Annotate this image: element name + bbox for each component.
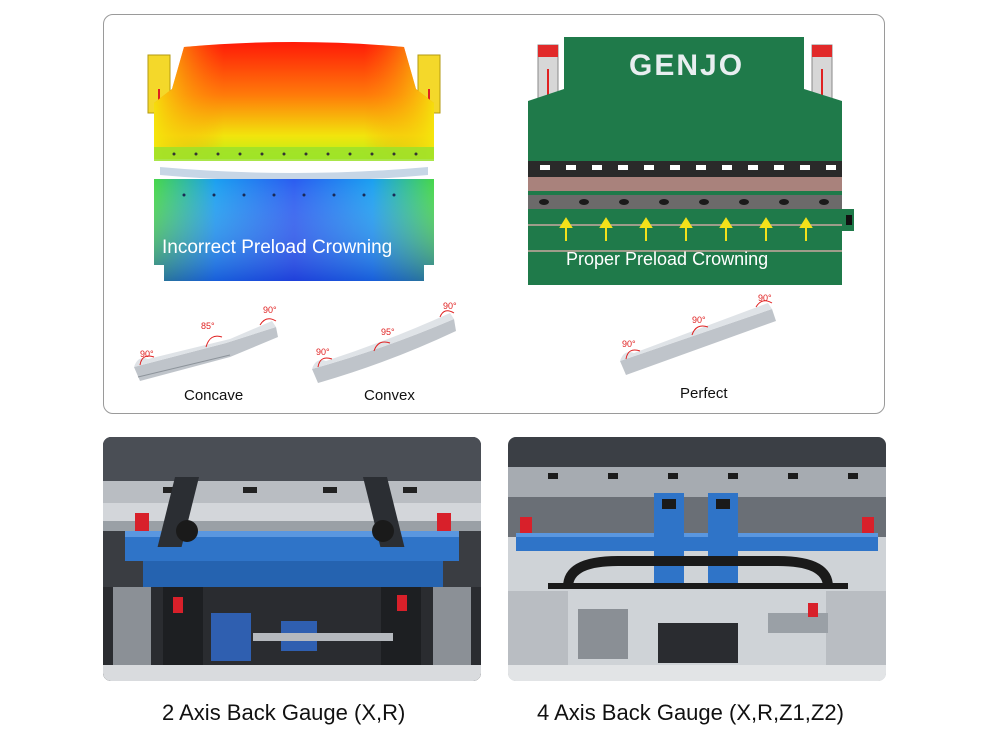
perfect-bend-sample <box>620 300 776 375</box>
convex-angle-right: 90° <box>443 301 457 311</box>
concave-angle-left: 90° <box>140 349 154 359</box>
concave-angle-right: 90° <box>263 305 277 315</box>
four-axis-caption: 4 Axis Back Gauge (X,R,Z1,Z2) <box>537 700 844 725</box>
incorrect-crowning-illustration <box>147 42 441 281</box>
brand-logo: GENJO <box>629 49 745 82</box>
concave-label: Concave <box>184 387 244 404</box>
convex-angle-left: 90° <box>316 347 330 357</box>
four-axis-back-gauge-photo <box>508 437 886 681</box>
perfect-angle-middle: 90° <box>692 315 706 325</box>
convex-angle-middle: 95° <box>381 327 395 337</box>
proper-crowning-illustration <box>528 37 854 285</box>
concave-bend-sample <box>134 318 278 381</box>
crowning-comparison-panel: Incorrect Preload Crowning <box>103 14 885 414</box>
convex-bend-sample <box>312 310 456 383</box>
two-axis-caption: 2 Axis Back Gauge (X,R) <box>162 700 406 725</box>
perfect-angle-right: 90° <box>758 293 772 303</box>
perfect-angle-left: 90° <box>622 339 636 349</box>
perfect-label: Perfect <box>680 385 728 402</box>
convex-label: Convex <box>364 387 415 404</box>
two-axis-back-gauge-photo <box>103 437 481 681</box>
incorrect-crowning-label: Incorrect Preload Crowning <box>162 237 393 258</box>
proper-crowning-label: Proper Preload Crowning <box>566 249 769 269</box>
concave-angle-middle: 85° <box>201 321 215 331</box>
